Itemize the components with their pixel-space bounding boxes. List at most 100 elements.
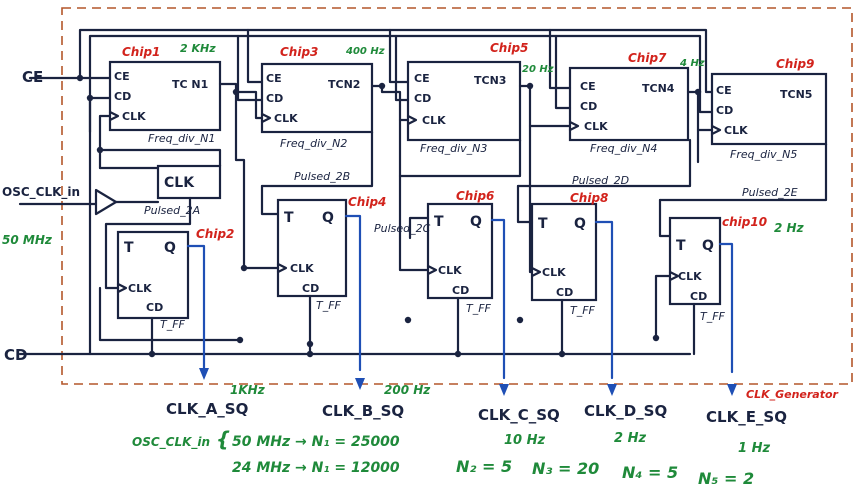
block-label: T_FF [570,304,596,317]
clk-b-sq-output: CLK_B_SQ [322,402,404,420]
pin-q: Q [574,216,586,232]
pin-t: T [676,238,686,254]
pin-cd: CD [266,92,283,105]
pin-tc: TCN2 [328,78,360,91]
pin-clk: CLK [678,270,702,283]
input-buffer [94,188,118,216]
chip-label: chip10 [722,215,767,229]
clk-b-frequency: 200 Hz [384,383,431,397]
component-title: CLK_Generator [746,388,839,401]
chip-label: Chip8 [570,191,608,205]
osc-frequency: 50 MHz [2,233,53,247]
pin-clk: CLK [164,175,195,191]
pin-ce: CE [414,72,430,85]
osc-clk-input-label: OSC_CLK_in [2,185,80,200]
clk-d-sq-output: CLK_D_SQ [584,402,667,420]
pin-clk: CLK [122,110,146,123]
freq-div-n2: CE CD CLK TCN2 Freq_div_N2 Chip3 [260,45,374,150]
freq-div-n3: CE CD CLK TCN3 Freq_div_N3 Chip5 [406,41,528,155]
ce-input-label: CE [22,68,43,86]
cd-input-label: CD [4,346,27,364]
block-label: T_FF [160,318,186,331]
pin-clk: CLK [542,266,566,279]
pulsed-2e-frequency: 2 Hz [774,221,805,235]
clk-c-frequency: 10 Hz [504,433,545,448]
note-osc: OSC_CLK_in [132,435,210,450]
chip-label: Chip7 [628,51,667,65]
chip-label: Chip2 [196,227,234,241]
block-label: Freq_div_N2 [280,137,347,150]
pin-cd: CD [452,284,469,297]
n1-frequency: 2 KHz [180,42,216,55]
n4-frequency: 4 Hz [679,58,705,69]
n3-frequency: 20 Hz [522,64,554,75]
chip-label: Chip4 [348,195,386,209]
block-label: Pulsed_2A [144,204,200,217]
pin-clk: CLK [290,262,314,275]
block-label: T_FF [466,302,492,315]
chip-label: Chip6 [456,189,494,203]
pulsed-2a-block: CLK Pulsed_2A [144,164,222,217]
pin-clk: CLK [438,264,462,277]
block-label: Pulsed_2C [374,222,431,235]
pin-cd: CD [556,286,573,299]
divider-notes: OSC_CLK_in { 50 MHz → N₁ = 25000 24 MHz … [132,427,754,488]
pin-q: Q [470,214,482,230]
block-label: Freq_div_N1 [148,132,215,145]
pin-t: T [124,240,134,256]
pin-tc: TCN3 [474,74,506,87]
pin-ce: CE [580,80,596,93]
chip-label: Chip1 [122,45,160,59]
block-label: Pulsed_2E [742,186,798,199]
note-eq-24mhz: 24 MHz → N₁ = 12000 [232,460,400,476]
freq-div-n1: CE CD CLK TC N1 Freq_div_N1 Chip1 [108,45,222,145]
pin-q: Q [702,238,714,254]
n2-frequency: 400 Hz [345,46,385,57]
pin-clk: CLK [274,112,298,125]
output-arrows [199,368,737,396]
t-ff-chip6: T Q CLK CD T_FF Chip6 Pulsed_2C [374,189,494,315]
block-label: Pulsed_2B [294,170,350,183]
pin-q: Q [322,210,334,226]
pin-clk: CLK [422,114,446,127]
chip-label: Chip3 [280,45,318,59]
block-label: Pulsed_2D [572,174,629,187]
pin-tc: TC N1 [172,78,208,91]
note-n3: N₃ = 20 [532,459,599,478]
note-n4: N₄ = 5 [622,463,678,482]
frequency-annotations: 50 MHz 2 KHz 400 Hz 20 Hz 4 Hz 2 Hz 1KHz… [2,42,805,456]
pin-t: T [284,210,294,226]
pin-cd: CD [146,301,163,314]
pin-q: Q [164,240,176,256]
block-label: T_FF [700,310,726,323]
pin-cd: CD [414,92,431,105]
freq-div-n4: CE CD CLK TCN4 Freq_div_N4 Chip7 [568,51,690,155]
clk-e-frequency: 1 Hz [738,441,770,456]
pin-cd: CD [114,90,131,103]
pin-cd: CD [716,104,733,117]
pin-clk: CLK [584,120,608,133]
block-label: Freq_div_N3 [420,142,487,155]
t-ff-chip8: T Q CLK CD T_FF Chip8 Pulsed_2D [530,174,629,317]
pin-cd: CD [302,282,319,295]
t-ff-chip10: T Q CLK CD T_FF chip10 Pulsed_2E [668,186,798,323]
note-n5: N₅ = 2 [698,469,754,488]
pin-clk: CLK [724,124,748,137]
note-n2: N₂ = 5 [456,457,512,476]
pin-t: T [538,216,548,232]
svg-text:{: { [216,427,230,451]
note-eq-50mhz: 50 MHz → N₁ = 25000 [232,434,400,450]
component-frame [61,7,853,385]
chip-label: Chip9 [776,57,814,71]
wiring [18,28,828,380]
chip-label: Chip5 [490,41,528,55]
pin-t: T [434,214,444,230]
block-label: T_FF [316,299,342,312]
clk-a-frequency: 1KHz [230,383,266,397]
clk-d-frequency: 2 Hz [614,431,646,446]
pin-clk: CLK [128,282,152,295]
pin-tc: TCN5 [780,88,812,101]
pin-cd: CD [690,290,707,303]
junction-dots [76,74,702,358]
